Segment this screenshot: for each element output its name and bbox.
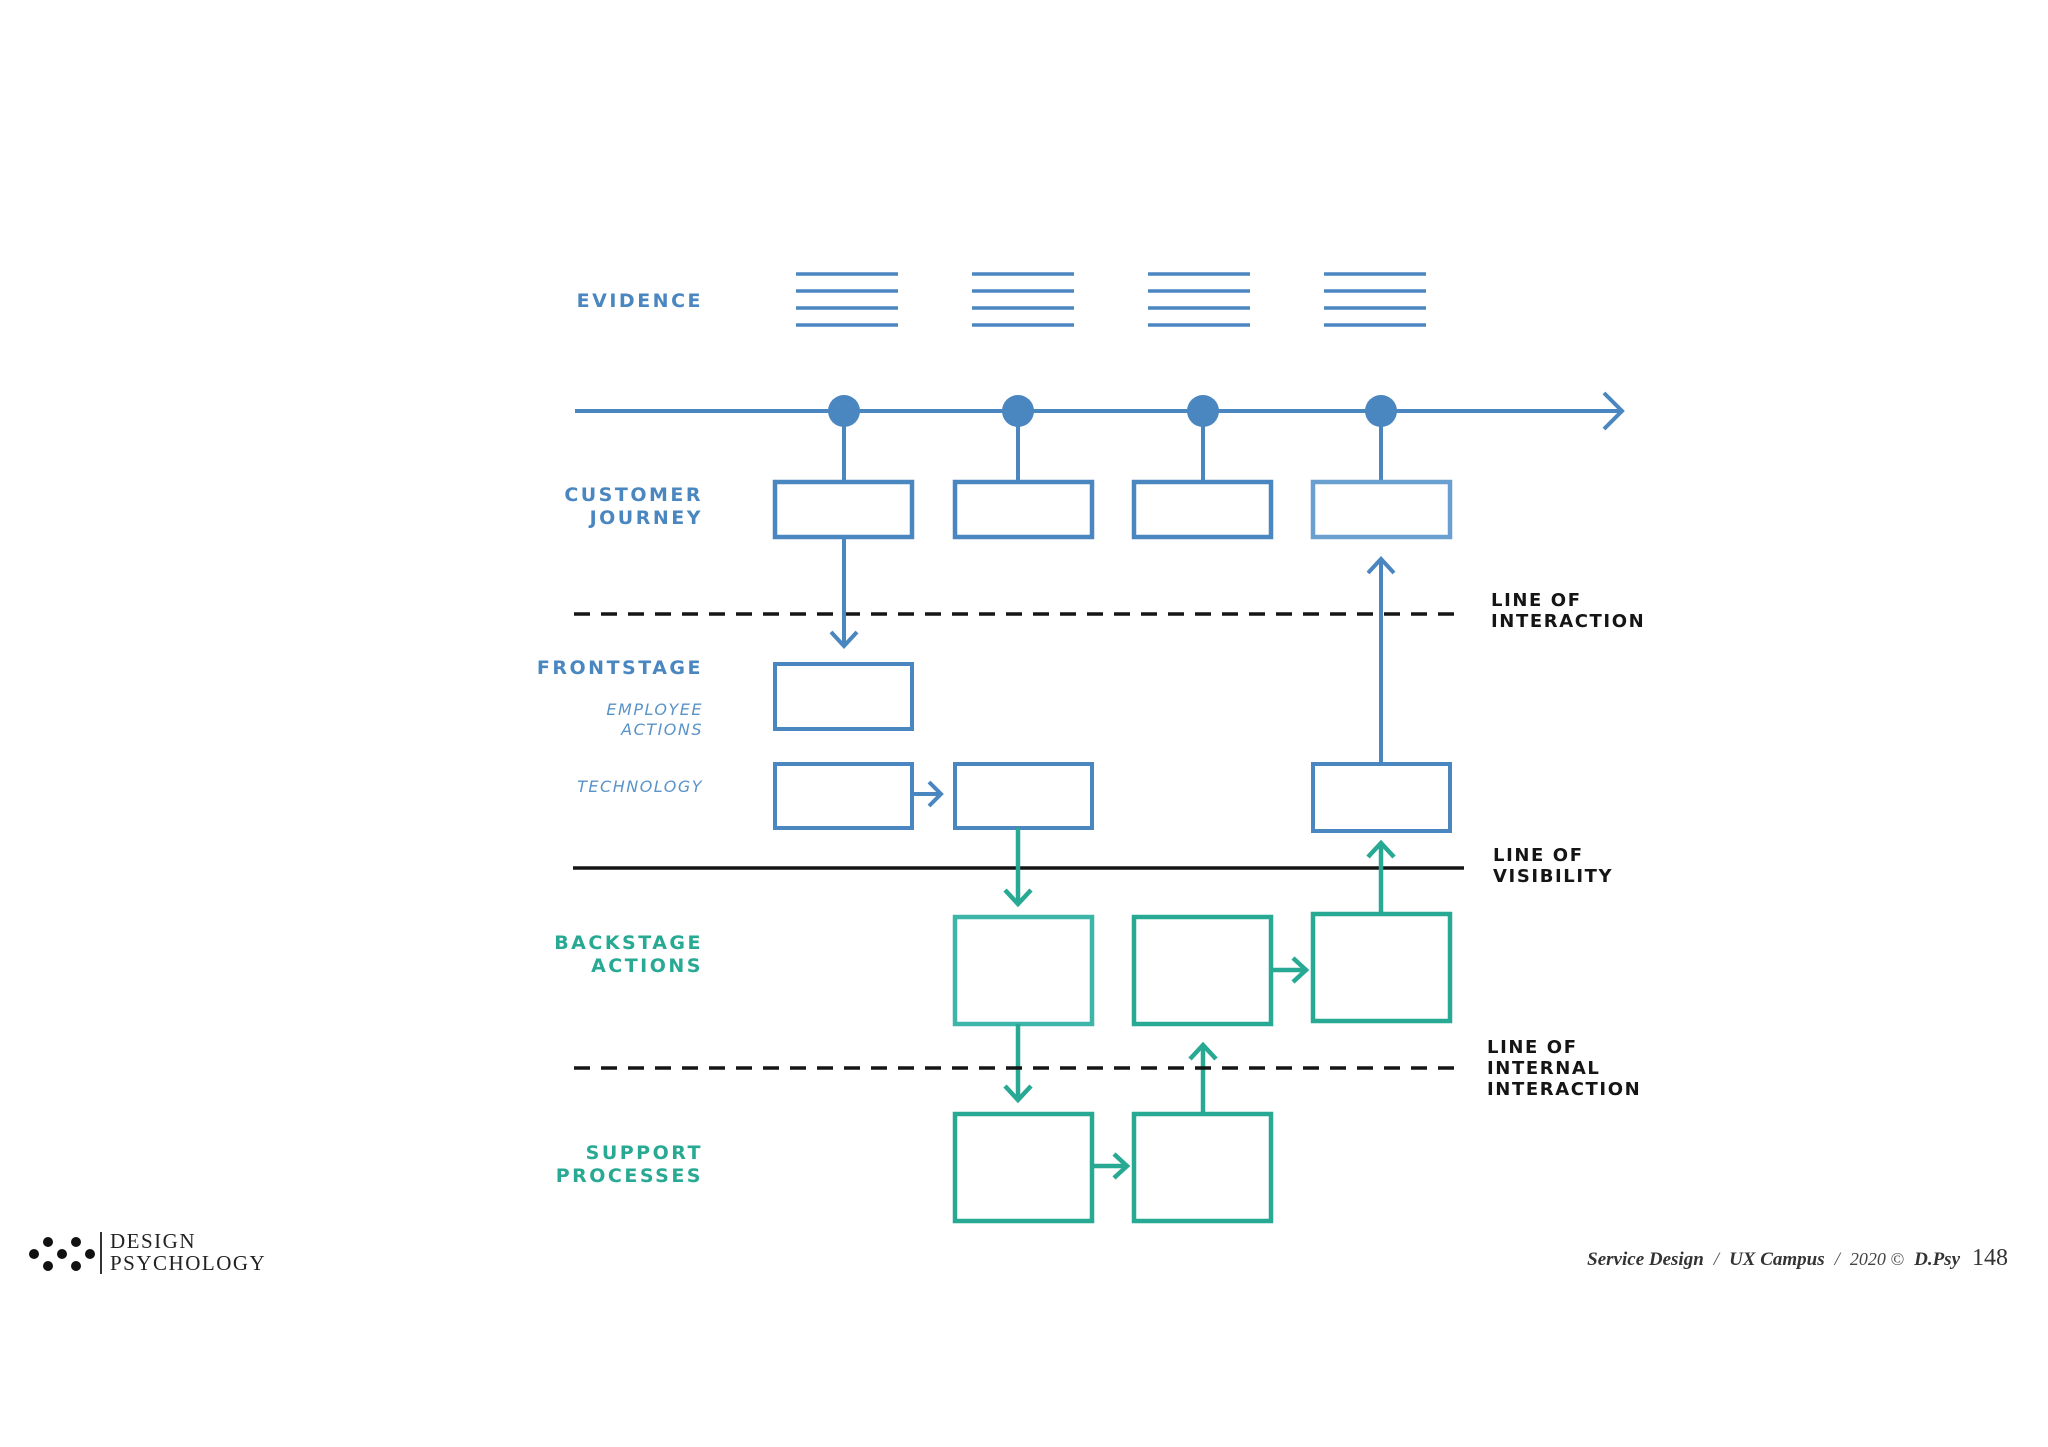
label-line-of-internal-interaction: LINE OF INTERNAL INTERACTION [1487, 1037, 1641, 1100]
brand-wordmark: DESIGN PSYCHOLOGY [110, 1230, 266, 1274]
technology-box-3 [1311, 762, 1452, 833]
lane-support-text: SUPPORT [585, 1142, 703, 1164]
brand-line-1: DESIGN [110, 1229, 196, 1253]
technology-box-1 [773, 762, 914, 830]
lane-label-technology: TECHNOLOGY [577, 777, 703, 797]
lane-processes-text: PROCESSES [555, 1165, 703, 1187]
support-box-1 [952, 1111, 1095, 1224]
interaction-text: INTERACTION [1487, 1079, 1642, 1100]
footer-year: 2020 © [1849, 1249, 1905, 1269]
footer-topic: Service Design [1587, 1249, 1704, 1270]
arrowhead-up [1188, 1041, 1218, 1061]
visibility-text: VISIBILITY [1493, 866, 1614, 887]
interaction-text: INTERACTION [1491, 611, 1646, 632]
lane-backstage-actions-text: ACTIONS [591, 955, 703, 977]
internal-text: INTERNAL [1487, 1058, 1601, 1079]
backstage-box-1 [952, 914, 1095, 1027]
lane-actions-text: ACTIONS [621, 720, 703, 739]
backstage-box-2 [1131, 914, 1274, 1027]
journey-box-2 [952, 479, 1095, 540]
lane-evidence-text: EVIDENCE [576, 290, 703, 312]
support-box-2 [1131, 1111, 1274, 1224]
timeline [575, 391, 1625, 431]
lane-label-frontstage: FRONTSTAGE [537, 657, 703, 680]
lane-employee-text: EMPLOYEE [606, 700, 703, 719]
backstage-box-3 [1310, 911, 1453, 1024]
page-number: 148 [1972, 1245, 2008, 1271]
journey-box-3 [1131, 479, 1274, 540]
arrowhead-right [1291, 956, 1310, 984]
lane-backstage-text: BACKSTAGE [554, 932, 703, 954]
footer-separator: / [1713, 1249, 1720, 1270]
lane-journey-text: JOURNEY [589, 507, 703, 529]
brand-dots-icon [29, 1237, 95, 1271]
footer: Service Design / UX Campus / 2020 © D.Psy 148 [1587, 1245, 2008, 1272]
evidence-icons [796, 272, 1426, 327]
arrowhead-up [1366, 556, 1396, 575]
lane-frontstage-text: FRONTSTAGE [536, 657, 703, 679]
arrowhead-down [829, 630, 859, 649]
footer-separator: / [1834, 1249, 1840, 1270]
arrowhead-right [927, 780, 944, 808]
arrowhead-down [1003, 1084, 1033, 1104]
timeline-arrowhead [1602, 391, 1625, 431]
lane-customer-text: CUSTOMER [564, 484, 703, 506]
journey-box-4 [1310, 479, 1453, 540]
employee-action-box [773, 662, 914, 731]
journey-box-1 [772, 479, 915, 540]
lane-label-employee-actions: EMPLOYEE ACTIONS [606, 700, 703, 740]
evidence-icon-4 [1324, 272, 1426, 327]
technology-box-2 [953, 762, 1094, 830]
brand-line-2: PSYCHOLOGY [110, 1251, 267, 1275]
lane-label-backstage-actions: BACKSTAGE ACTIONS [554, 932, 703, 978]
lane-label-customer-journey: CUSTOMER JOURNEY [564, 484, 703, 530]
lane-technology-text: TECHNOLOGY [577, 777, 703, 796]
evidence-icon-1 [796, 272, 898, 327]
evidence-icon-2 [972, 272, 1074, 327]
line-of-text: LINE OF [1487, 1037, 1578, 1058]
lane-label-support-processes: SUPPORT PROCESSES [556, 1142, 703, 1188]
line-of-text: LINE OF [1493, 845, 1584, 866]
arrowhead-right [1112, 1152, 1131, 1180]
label-line-of-interaction: LINE OF INTERACTION [1491, 590, 1645, 632]
arrowhead-up [1366, 839, 1396, 859]
footer-author: D.Psy [1914, 1249, 1960, 1270]
lane-label-evidence: EVIDENCE [577, 290, 703, 313]
label-line-of-visibility: LINE OF VISIBILITY [1493, 845, 1613, 887]
line-of-text: LINE OF [1491, 590, 1582, 611]
footer-course: UX Campus [1729, 1249, 1825, 1270]
brand-separator [100, 1232, 102, 1274]
evidence-icon-3 [1148, 272, 1250, 327]
arrowhead-down [1003, 888, 1033, 908]
